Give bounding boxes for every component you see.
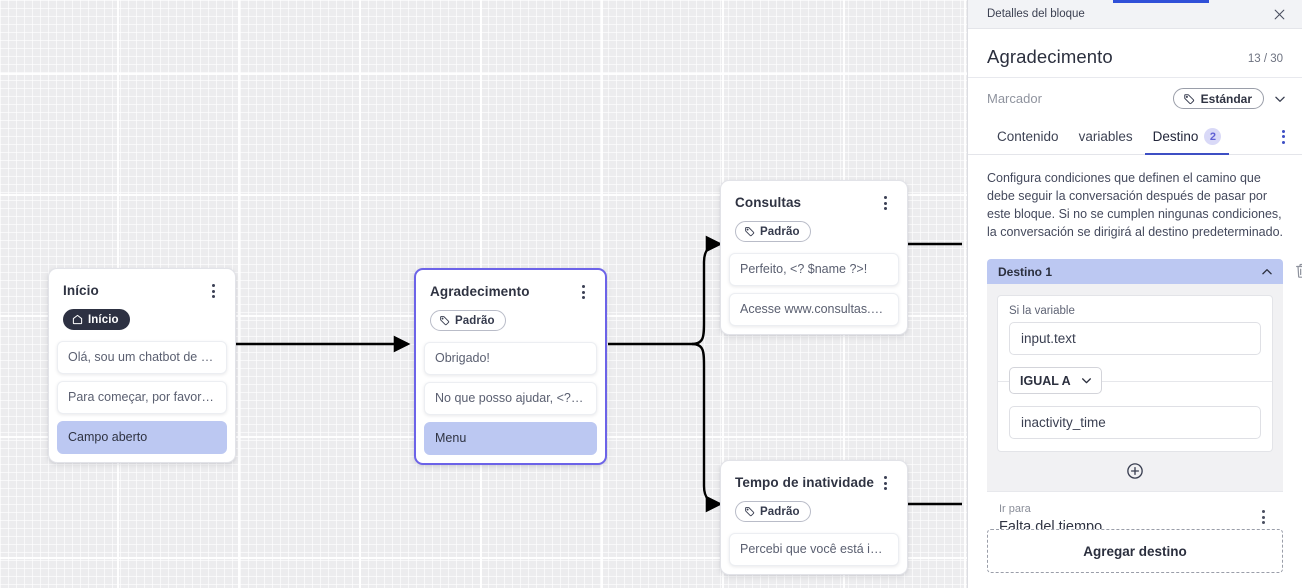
add-condition-row bbox=[987, 452, 1283, 491]
node-message[interactable]: Para começar, por favor digite o ... bbox=[57, 381, 227, 414]
node-message[interactable]: Acesse www.consultas.com par... bbox=[729, 293, 899, 326]
node-message-highlight[interactable]: Campo aberto bbox=[57, 421, 227, 454]
kebab-menu-icon[interactable] bbox=[1255, 508, 1271, 526]
node-badge-label: Padrão bbox=[455, 314, 495, 327]
node-menu-icon[interactable] bbox=[575, 283, 591, 301]
operator-row: IGUAL A bbox=[998, 364, 1272, 397]
node-badge-default[interactable]: Padrão bbox=[735, 501, 811, 522]
node-title: Agradecimento bbox=[430, 284, 530, 299]
tag-icon bbox=[745, 227, 755, 237]
operator-value: IGUAL A bbox=[1020, 373, 1071, 388]
node-message[interactable]: No que posso ajudar, <? $name ... bbox=[424, 382, 597, 415]
panel-tabs: Contenido variables Destino 2 bbox=[968, 119, 1302, 155]
tag-icon bbox=[440, 316, 450, 326]
destination-description: Configura condiciones que definen el cam… bbox=[987, 171, 1283, 239]
node-badge-label: Início bbox=[88, 313, 119, 326]
variable-field[interactable]: input.text bbox=[1009, 322, 1261, 355]
tab-label: Destino bbox=[1152, 129, 1199, 144]
marker-label: Marcador bbox=[987, 91, 1042, 106]
trash-icon[interactable] bbox=[1294, 262, 1302, 280]
node-header: Consultas Padrão bbox=[721, 181, 907, 253]
node-badge-start[interactable]: Início bbox=[63, 309, 130, 330]
flow-canvas[interactable]: Início Início Olá, sou um chatbot de tes… bbox=[0, 0, 968, 588]
destination-card: Destino 1 Si la variable input.text bbox=[987, 259, 1302, 548]
destination-label: Destino 1 bbox=[998, 264, 1053, 279]
node-title: Tempo de inatividade bbox=[735, 475, 875, 490]
chevron-down-icon bbox=[1081, 378, 1091, 384]
flow-node-agradecimento[interactable]: Agradecimento Padrão Obrigado! No que po… bbox=[414, 268, 607, 465]
flow-edges bbox=[236, 235, 962, 513]
compare-value-field[interactable]: inactivity_time bbox=[1009, 406, 1261, 439]
page-title: Agradecimento bbox=[987, 46, 1113, 67]
panel-title-row: Agradecimento 13 / 30 bbox=[968, 29, 1302, 78]
edge-branch-consultas bbox=[691, 235, 723, 346]
edge-branch-inatividade bbox=[691, 342, 723, 513]
tag-icon bbox=[1183, 93, 1194, 104]
node-messages: Obrigado! No que posso ajudar, <? $name … bbox=[416, 342, 605, 463]
marker-value: Estándar bbox=[1200, 91, 1252, 106]
marker-row: Marcador Estándar bbox=[968, 78, 1302, 119]
flow-node-inicio[interactable]: Início Início Olá, sou um chatbot de tes… bbox=[48, 268, 236, 463]
node-badge-label: Padrão bbox=[760, 225, 800, 238]
node-menu-icon[interactable] bbox=[877, 194, 893, 212]
tab-label: variables bbox=[1078, 129, 1133, 144]
operator-select[interactable]: IGUAL A bbox=[1009, 367, 1102, 394]
node-badge-default[interactable]: Padrão bbox=[735, 221, 811, 242]
node-messages: Olá, sou um chatbot de teste! Para começ… bbox=[49, 341, 235, 462]
node-header: Tempo de inatividade Padrão bbox=[721, 461, 907, 533]
tab-contenido[interactable]: Contenido bbox=[987, 120, 1069, 153]
condition-box: Si la variable input.text IGUAL A inacti… bbox=[997, 295, 1273, 452]
node-message[interactable]: Percebi que você está inativo. C... bbox=[729, 533, 899, 566]
node-menu-icon[interactable] bbox=[205, 282, 221, 300]
node-messages: Percebi que você está inativo. C... bbox=[721, 533, 907, 574]
node-title: Início bbox=[63, 283, 99, 298]
node-message[interactable]: Obrigado! bbox=[424, 342, 597, 375]
panel-topbar-title: Detalles del bloque bbox=[987, 8, 1085, 20]
status-badge: 2 bbox=[1204, 128, 1222, 145]
tab-variables[interactable]: variables bbox=[1069, 120, 1143, 153]
char-counter: 13 / 30 bbox=[1247, 53, 1283, 65]
browser-tab-strip bbox=[1113, 0, 1209, 3]
node-title: Consultas bbox=[735, 195, 802, 210]
node-header: Início Início bbox=[49, 269, 235, 341]
add-destination-button[interactable]: Agregar destino bbox=[987, 529, 1283, 573]
node-message[interactable]: Perfeito, <? $name ?>! bbox=[729, 253, 899, 286]
destination-header[interactable]: Destino 1 bbox=[987, 259, 1283, 284]
chevron-up-icon[interactable] bbox=[1260, 265, 1274, 279]
condition-label: Si la variable bbox=[1009, 305, 1075, 317]
tab-destino[interactable]: Destino 2 bbox=[1143, 119, 1232, 155]
kebab-menu-icon[interactable] bbox=[1274, 127, 1292, 147]
node-message-highlight[interactable]: Menu bbox=[424, 422, 597, 455]
tag-icon bbox=[745, 507, 755, 517]
block-details-panel: Detalles del bloque Agradecimento 13 / 3… bbox=[967, 0, 1302, 588]
panel-body: Configura condiciones que definen el cam… bbox=[968, 155, 1302, 588]
node-messages: Perfeito, <? $name ?>! Acesse www.consul… bbox=[721, 253, 907, 334]
flow-node-consultas[interactable]: Consultas Padrão Perfeito, <? $name ?>! … bbox=[720, 180, 908, 335]
node-badge-label: Padrão bbox=[760, 505, 800, 518]
home-icon bbox=[72, 314, 83, 325]
node-badge-default[interactable]: Padrão bbox=[430, 310, 506, 331]
node-menu-icon[interactable] bbox=[877, 474, 893, 492]
chevron-down-icon[interactable] bbox=[1273, 92, 1287, 106]
plus-circle-icon[interactable] bbox=[1126, 462, 1144, 480]
node-message[interactable]: Olá, sou um chatbot de teste! bbox=[57, 341, 227, 374]
node-header: Agradecimento Padrão bbox=[416, 270, 605, 342]
tab-label: Contenido bbox=[997, 129, 1059, 144]
marker-chip[interactable]: Estándar bbox=[1172, 88, 1264, 109]
panel-topbar: Detalles del bloque bbox=[968, 0, 1302, 29]
flow-node-tempo-inatividade[interactable]: Tempo de inatividade Padrão Percebi que … bbox=[720, 460, 908, 575]
goto-label: Ir para bbox=[999, 503, 1031, 515]
close-icon[interactable] bbox=[1270, 5, 1288, 23]
